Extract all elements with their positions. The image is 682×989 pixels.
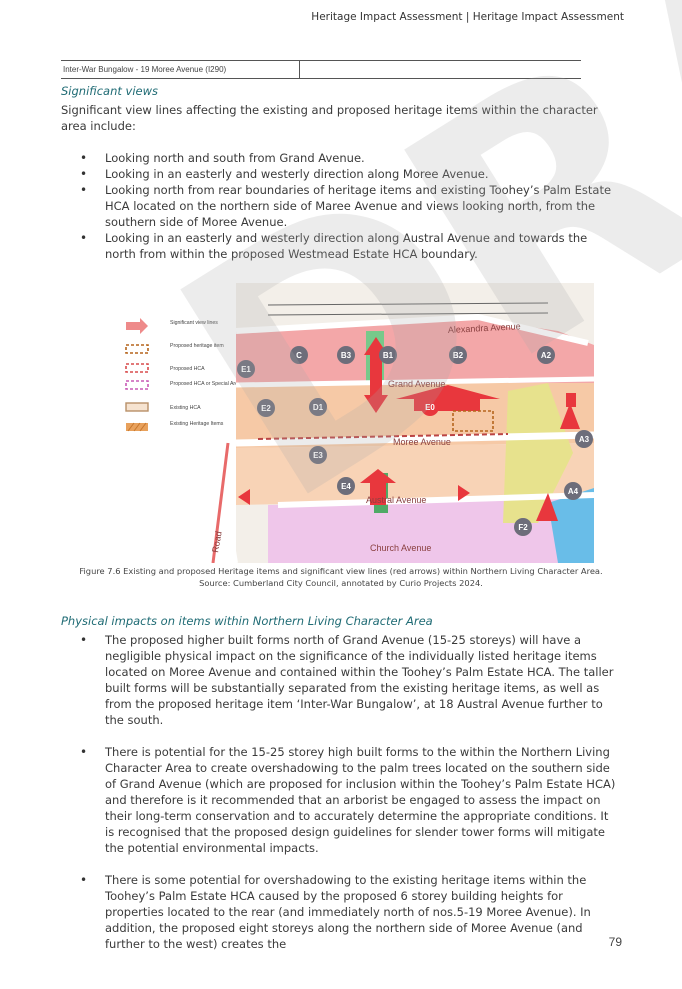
caption-line-2: Source: Cumberland City Council, annotat… <box>199 578 483 588</box>
svg-text:B3: B3 <box>341 351 352 360</box>
heritage-items-table-row: Inter-War Bungalow - 19 Moree Avenue (I2… <box>61 60 581 79</box>
map-marker: B2 <box>449 346 467 364</box>
svg-text:A3: A3 <box>579 435 590 444</box>
map-marker: D1 <box>309 398 327 416</box>
svg-text:E0: E0 <box>425 403 435 412</box>
map-marker: A3 <box>575 430 593 448</box>
list-item: There is some potential for overshadowin… <box>80 872 620 952</box>
legend-special-area-icon <box>125 380 149 390</box>
legend-arrow-icon <box>126 318 148 334</box>
map-legend: Significant view lines Proposed heritage… <box>125 318 241 432</box>
table-cell-item: Inter-War Bungalow - 19 Moree Avenue (I2… <box>61 61 300 78</box>
list-item: Looking north and south from Grand Avenu… <box>80 150 620 166</box>
svg-text:E2: E2 <box>261 404 271 413</box>
svg-text:D1: D1 <box>313 403 324 412</box>
legend-view-lines: Significant view lines <box>170 320 218 326</box>
svg-text:A4: A4 <box>568 487 579 496</box>
legend-proposed-hca: Proposed HCA <box>170 366 205 372</box>
legend-proposed-heritage-icon <box>125 344 149 354</box>
map-marker: E3 <box>309 446 327 464</box>
map-marker: A4 <box>564 482 582 500</box>
character-area-map: Significant view lines Proposed heritage… <box>118 283 594 563</box>
street-church: Church Avenue <box>370 543 431 553</box>
legend-special-area: Proposed HCA or Special Area <box>170 381 241 387</box>
map-marker: C <box>290 346 308 364</box>
street-road: Road <box>210 530 224 553</box>
map-markers: C B3 B1 B2 A2 E1 E2 D1 E0 A3 E3 E4 A4 F2 <box>237 346 593 536</box>
svg-text:B1: B1 <box>383 351 394 360</box>
map-marker: B1 <box>379 346 397 364</box>
views-list: Looking north and south from Grand Avenu… <box>80 150 620 262</box>
page-number: 79 <box>608 935 622 949</box>
svg-text:E1: E1 <box>241 365 251 374</box>
views-intro: Significant view lines affecting the exi… <box>61 103 598 133</box>
legend-existing-hca-icon <box>125 402 149 412</box>
street-austral: Austral Avenue <box>366 495 426 505</box>
map-marker: E2 <box>257 399 275 417</box>
list-item: The proposed higher built forms north of… <box>80 632 620 728</box>
page-header: Heritage Impact Assessment | Heritage Im… <box>311 11 624 23</box>
list-item: Looking north from rear boundaries of he… <box>80 182 620 230</box>
list-item: Looking in an easterly and westerly dire… <box>80 166 620 182</box>
svg-text:A2: A2 <box>541 351 552 360</box>
map-marker: B3 <box>337 346 355 364</box>
legend-proposed-hca-icon <box>125 363 149 373</box>
map-marker: E4 <box>337 477 355 495</box>
map-area <box>211 283 594 563</box>
figure-caption: Figure 7.6 Existing and proposed Heritag… <box>61 565 621 589</box>
svg-text:E4: E4 <box>341 482 351 491</box>
svg-text:B2: B2 <box>453 351 464 360</box>
street-grand: Grand Avenue <box>388 379 445 389</box>
map-marker: E0 <box>421 398 439 416</box>
legend-existing-heritage: Existing Heritage Items <box>170 421 224 427</box>
map-marker: E1 <box>237 360 255 378</box>
list-item: Looking in an easterly and westerly dire… <box>80 230 620 262</box>
svg-text:C: C <box>296 351 302 360</box>
street-alexandra: Alexandra Avenue <box>448 321 521 335</box>
map-marker: A2 <box>537 346 555 364</box>
svg-text:E3: E3 <box>313 451 323 460</box>
section-heading-views: Significant views <box>61 84 159 98</box>
legend-proposed-heritage: Proposed heritage item <box>170 343 224 349</box>
caption-line-1: Figure 7.6 Existing and proposed Heritag… <box>79 566 603 576</box>
list-item: There is potential for the 15-25 storey … <box>80 744 620 856</box>
impacts-list: The proposed higher built forms north of… <box>80 632 620 952</box>
legend-existing-hca: Existing HCA <box>170 405 201 411</box>
map-marker: F2 <box>514 518 532 536</box>
svg-text:F2: F2 <box>518 523 528 532</box>
section-heading-impacts: Physical impacts on items within Norther… <box>61 614 433 628</box>
street-moree: Moree Avenue <box>393 437 451 447</box>
